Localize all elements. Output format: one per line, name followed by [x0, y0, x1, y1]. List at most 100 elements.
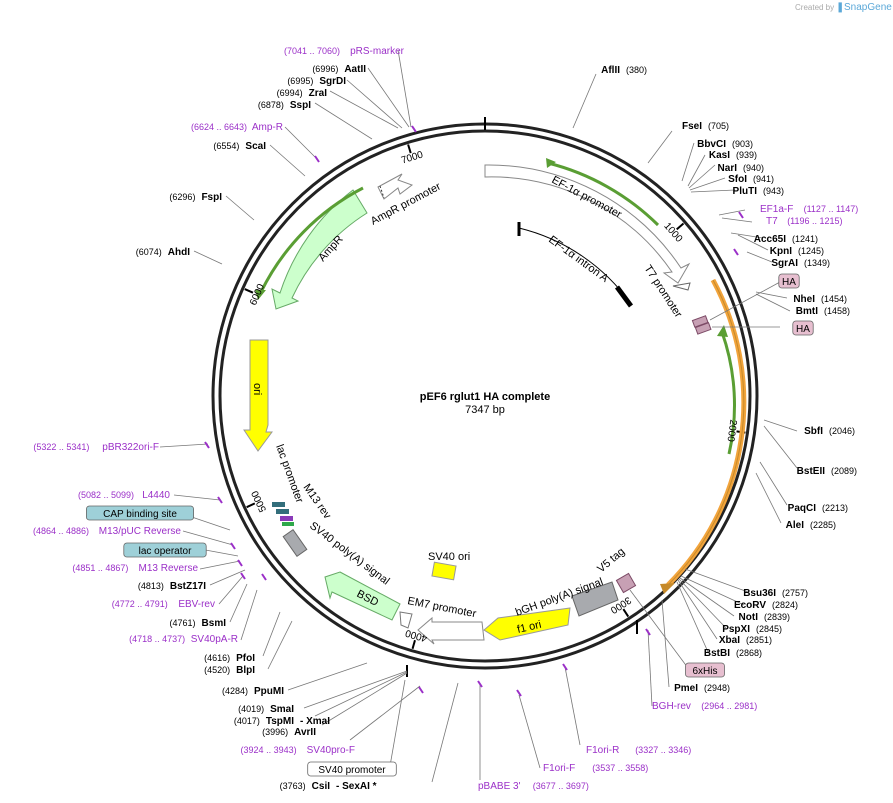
enzyme-site: SfoI(941) — [728, 174, 774, 185]
primer-name: F1ori-F — [543, 763, 575, 774]
primer-range: (2964 .. 2981) — [701, 701, 757, 711]
ha-tag-1 — [691, 315, 709, 328]
enzyme-site: PpuMI(4284) — [222, 686, 284, 697]
enzyme-position: (943) — [763, 186, 784, 196]
ha-label-1: HA — [778, 273, 800, 289]
enzyme-position: (4284) — [222, 686, 248, 696]
ampr-arrow — [271, 189, 368, 310]
enzyme-name: SbfI — [804, 426, 823, 437]
label-ef1a-promoter: EF-1α promoter — [550, 174, 624, 221]
lac-operator-label: lac operator — [123, 542, 207, 558]
enzyme-position: (4017) — [234, 716, 260, 726]
enzyme-name: BmtI — [796, 306, 818, 317]
enzyme-position: (903) — [732, 139, 753, 149]
primer-labels: pRS-marker(7041 .. 7060)Amp-R(6624 .. 66… — [33, 46, 858, 792]
primer-range: (3327 .. 3346) — [635, 745, 691, 755]
enzyme-position: (380) — [626, 65, 647, 75]
enzyme-position: (3996) — [262, 727, 288, 737]
enzyme-position: (1458) — [824, 306, 850, 316]
enzyme-name: SgrAI — [771, 258, 798, 269]
enzyme-site: SgrDI(6995) — [287, 76, 346, 87]
primer-tick — [562, 663, 568, 671]
enzyme-position: (940) — [743, 163, 764, 173]
snapgene-brand-text: SnapGene — [844, 2, 892, 13]
ef1a-f-primer-arc — [547, 161, 660, 227]
tick-6000 — [244, 288, 254, 294]
enzyme-site: ZraI(6994) — [277, 88, 328, 99]
tick-label: 6000 — [248, 282, 267, 307]
label-ori: ori — [251, 383, 263, 395]
enzyme-position: (2868) — [736, 648, 762, 658]
his-tag-label: 6xHis — [685, 662, 725, 678]
enzyme-name: FseI — [682, 121, 702, 132]
primer-tick — [411, 125, 417, 133]
primer-name: SV40pA-R — [191, 634, 238, 645]
enzyme-name: TspMI — [266, 716, 294, 727]
enzyme-site: AhdI(6074) — [136, 247, 190, 258]
enzyme-name: ScaI — [245, 141, 266, 152]
green-inner-arc — [720, 331, 736, 455]
enzyme-position: (6296) — [169, 192, 195, 202]
enzyme-site: FspI (6296) — [169, 192, 222, 203]
enzyme-name: SspI — [290, 100, 311, 111]
enzyme-name: NotI — [739, 612, 759, 623]
primer-range: (4718 .. 4737) — [129, 634, 185, 644]
enzyme-position: (941) — [753, 174, 774, 184]
lac-feature-teal — [272, 502, 285, 507]
enzyme-position: (4616) — [204, 653, 230, 663]
enzyme-site: SmaI (4019) — [238, 704, 294, 715]
enzyme-site: PfoI (4616) — [204, 653, 255, 664]
primer-name: BGH-rev — [652, 701, 691, 712]
lac-feature-green — [282, 522, 294, 526]
t7-promoter-arrow — [672, 282, 691, 291]
enzyme-site: ScaI(6554) — [213, 141, 266, 152]
enzyme-site: CsiI(3763)- SexAI * — [280, 781, 377, 792]
enzyme-position: (3763) — [280, 781, 306, 791]
enzyme-position: (2089) — [831, 466, 857, 476]
em7-promoter-arrow — [417, 616, 485, 645]
backbone-inner — [218, 129, 752, 663]
primer-name: M13 Reverse — [139, 563, 199, 574]
enzyme-site: EcoRV(2824) — [734, 600, 798, 611]
primer-name: EBV-rev — [178, 599, 215, 610]
enzyme-site: BbvCI(903) — [697, 139, 753, 150]
enzyme-name: Bsu36I — [743, 588, 776, 599]
enzyme-name: BstBI — [704, 648, 730, 659]
primer-tick — [217, 496, 223, 504]
primer-tick — [237, 559, 243, 567]
enzyme-position: (6878) — [258, 100, 284, 110]
enzyme-name: PfoI — [236, 653, 255, 664]
enzyme-position: (4019) — [238, 704, 264, 714]
enzyme-position: (4761) — [170, 618, 196, 628]
enzyme-site: PluTI(943) — [733, 186, 784, 197]
primer-site: pRS-marker(7041 .. 7060) — [284, 46, 405, 57]
primer-tick — [738, 211, 744, 219]
enzyme-site: BstEII(2089) — [797, 466, 857, 477]
primer-site: M13 Reverse(4851 .. 4867) — [72, 563, 198, 574]
primer-name: F1ori-R — [586, 745, 619, 756]
enzyme-position: (6996) — [312, 64, 338, 74]
enzyme-name: FspI — [201, 192, 222, 203]
label-em7: EM7 promoter — [406, 595, 477, 620]
tick-1000 — [676, 222, 685, 231]
enzyme-name: PaqCI — [788, 503, 817, 514]
enzyme-position: (705) — [708, 121, 729, 131]
enzyme-site: BmtI (1458) — [796, 306, 850, 317]
primer-range: (5322 .. 5341) — [33, 442, 89, 452]
enzyme-position: (2285) — [810, 520, 836, 530]
enzyme-site: XbaI(2851) — [719, 635, 772, 646]
tick-4000 — [411, 639, 416, 650]
enzyme-position: (4520) — [204, 665, 230, 675]
sv40-promoter-small-arrow — [399, 611, 413, 629]
enzyme-name: SmaI — [270, 704, 294, 715]
enzyme-site: SspI (6878) — [258, 100, 311, 111]
enzyme-position: (939) — [736, 150, 757, 160]
label-f1-ori: f1 ori — [516, 619, 543, 636]
intron-cap-right — [614, 285, 634, 308]
enzyme-position: (1454) — [821, 294, 847, 304]
enzyme-name: NheI — [793, 294, 815, 305]
primer-name: L4440 — [142, 490, 170, 501]
primer-site: L4440(5082 .. 5099) — [78, 490, 170, 501]
primer-range: (1196 .. 1215) — [787, 216, 842, 226]
enzyme-site: NheI (1454) — [793, 294, 847, 305]
